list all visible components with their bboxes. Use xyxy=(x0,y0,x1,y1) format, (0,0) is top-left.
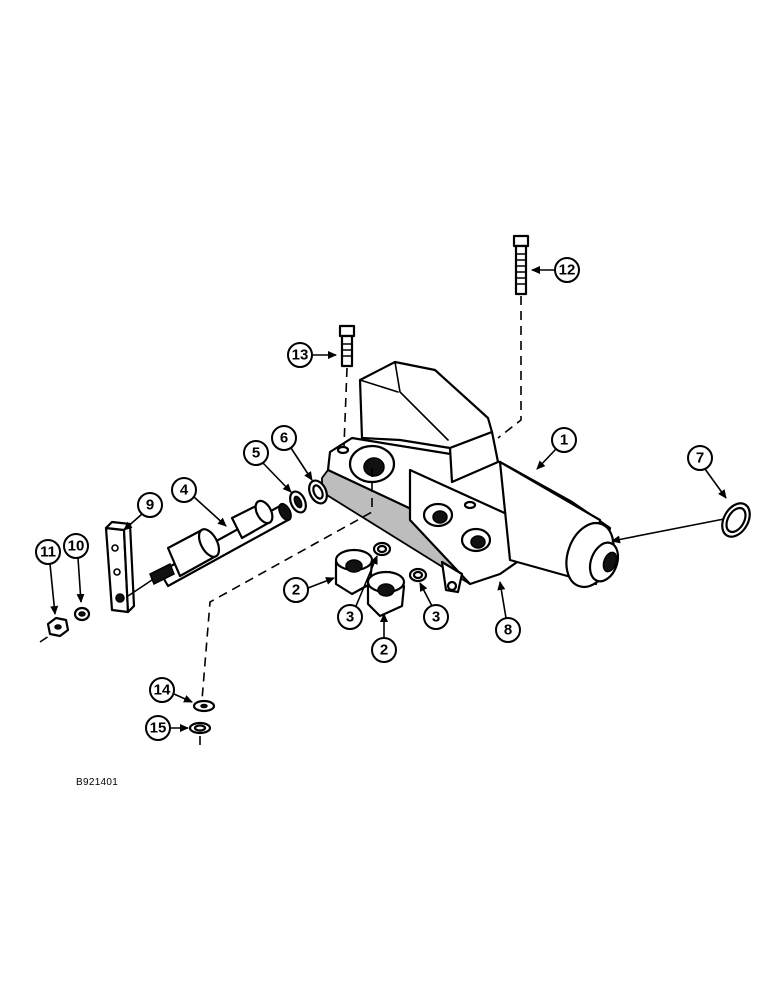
callout-13: 13 xyxy=(287,342,337,368)
callout-2a: 2 xyxy=(283,577,335,603)
callout-4: 4 xyxy=(171,477,227,527)
callout-7: 7 xyxy=(687,445,727,499)
callout-2b: 2 xyxy=(371,613,397,663)
callout-15: 15 xyxy=(145,715,189,741)
callout-6: 6 xyxy=(271,425,313,481)
spool-part xyxy=(127,499,292,597)
callout-10: 10 xyxy=(63,533,89,603)
callout-9: 9 xyxy=(123,492,163,531)
svg-text:5: 5 xyxy=(252,445,260,462)
assembly-path-lines xyxy=(39,296,522,748)
svg-text:14: 14 xyxy=(154,682,171,699)
seal-6-part xyxy=(308,479,328,505)
svg-text:10: 10 xyxy=(68,538,85,555)
callout-3a: 3 xyxy=(337,555,378,630)
svg-text:15: 15 xyxy=(150,720,167,737)
svg-text:11: 11 xyxy=(40,544,56,561)
svg-text:12: 12 xyxy=(559,262,576,279)
plug-lower-part xyxy=(366,570,406,618)
nut-11-part xyxy=(46,616,70,638)
linkage-bar-part xyxy=(104,520,136,614)
seal-5-part xyxy=(289,490,307,514)
svg-text:8: 8 xyxy=(504,622,512,639)
callout-5: 5 xyxy=(243,440,292,493)
callout-11: 11 xyxy=(35,539,61,615)
svg-text:3: 3 xyxy=(432,609,440,626)
washer-15-part xyxy=(188,721,212,735)
callout-8: 8 xyxy=(495,581,521,643)
bolt-12-part xyxy=(512,234,530,296)
o-ring-7-part xyxy=(721,502,751,538)
plug-upper-part xyxy=(334,548,374,596)
o-ring-lower-part xyxy=(408,567,428,583)
figure-id-label: B921401 xyxy=(76,777,118,788)
svg-text:9: 9 xyxy=(146,497,154,514)
svg-text:1: 1 xyxy=(560,432,568,449)
bolt-13-part xyxy=(338,324,356,368)
valve-body-part xyxy=(326,360,620,594)
callout-14: 14 xyxy=(149,677,193,703)
callout-12: 12 xyxy=(531,257,580,283)
svg-text:4: 4 xyxy=(180,482,189,499)
svg-text:3: 3 xyxy=(346,609,354,626)
svg-text:6: 6 xyxy=(280,430,288,447)
washer-14-part xyxy=(192,699,216,713)
svg-text:2: 2 xyxy=(292,582,300,599)
o-ring-upper-part xyxy=(372,541,392,557)
o-ring-install-arrow xyxy=(611,518,725,544)
svg-text:13: 13 xyxy=(292,347,309,364)
callout-3b: 3 xyxy=(419,582,449,630)
callout-1: 1 xyxy=(536,427,577,470)
washer-10-part xyxy=(73,606,91,622)
svg-text:2: 2 xyxy=(380,642,388,659)
svg-text:7: 7 xyxy=(696,450,704,467)
